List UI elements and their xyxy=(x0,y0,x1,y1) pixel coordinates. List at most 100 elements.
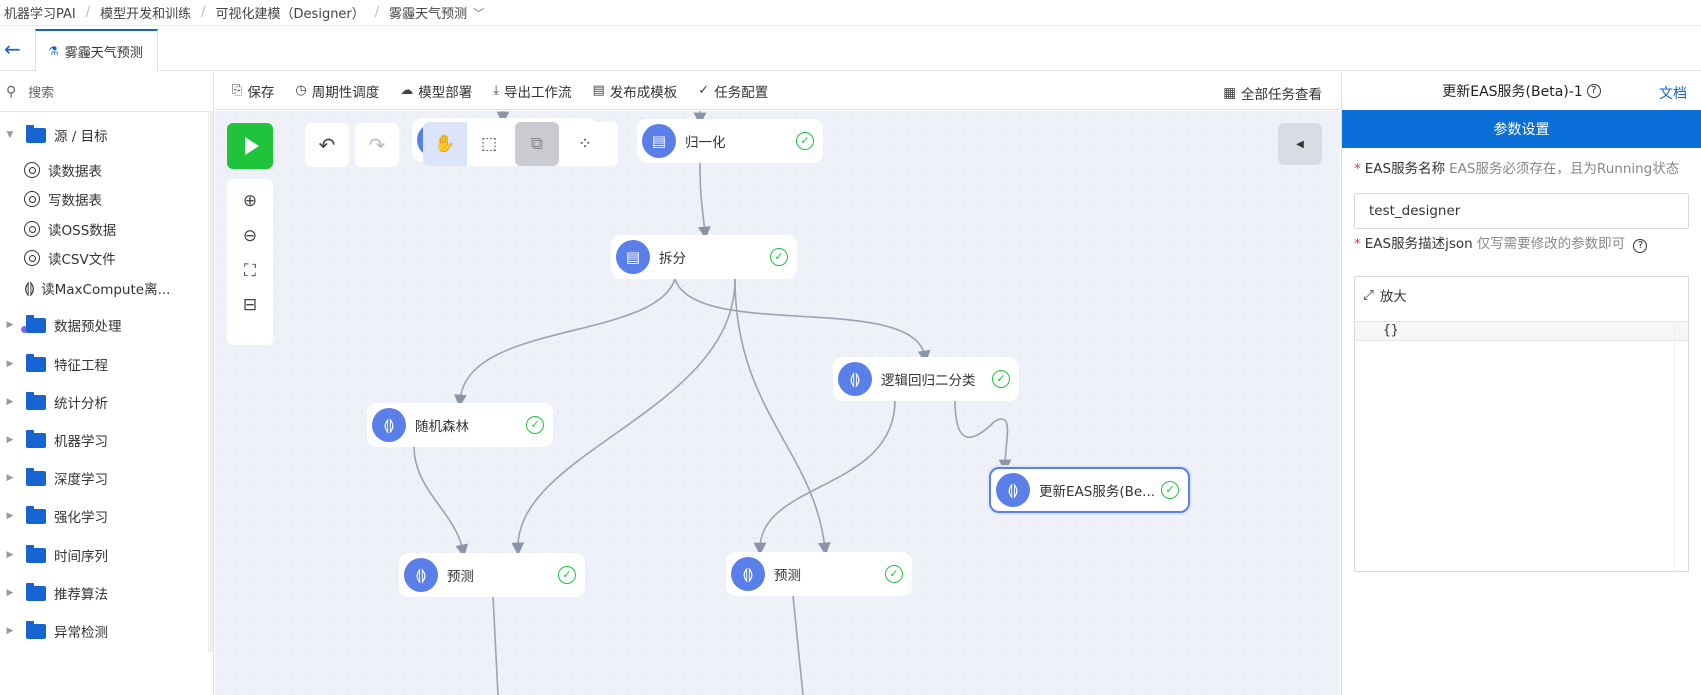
edge xyxy=(413,445,469,558)
edge xyxy=(492,595,499,695)
tree-folder[interactable]: ▶ 推荐算法 xyxy=(0,576,108,610)
folder-icon xyxy=(26,582,46,601)
breadcrumb-item[interactable]: 模型开发和训练 xyxy=(100,7,192,22)
tree-folder-label: 异常检测 xyxy=(54,625,108,641)
node-label: 更新EAS服务(Be... xyxy=(1039,484,1156,500)
scatter-icon[interactable]: ⁘ xyxy=(577,134,593,154)
deploy-button[interactable]: ☁模型部署 xyxy=(400,81,472,101)
caret-right-icon: ▶ xyxy=(6,397,14,407)
json-editor[interactable]: ⤢放大 {} xyxy=(1354,276,1689,573)
tree-leaf[interactable]: 读CSV文件 xyxy=(24,243,116,273)
config-button[interactable]: ✓任务配置 xyxy=(698,81,768,101)
breadcrumb-item[interactable]: 可视化建模（Designer） xyxy=(215,7,365,22)
code-line[interactable]: {} xyxy=(1355,321,1688,341)
save-button[interactable]: ⎘保存 xyxy=(232,81,274,101)
all-tasks-button[interactable]: ▦全部任务查看 xyxy=(1223,83,1322,103)
tree-folder[interactable]: ▶ 时间序列 xyxy=(0,538,108,572)
workflow-canvas[interactable]: ⊕ ⊖ ⛶ ⊟ ↶ ↷ ▤ 弱图 ✋ ⬚ ⧉ ⁘ ◀ ▤ 归一化 ✓ ▤ 拆分 … xyxy=(215,111,1340,695)
edge xyxy=(734,278,831,556)
tree-leaf[interactable]: ⟬⟭ 读MaxCompute离... xyxy=(24,273,170,303)
tree-folder[interactable]: ▶ 统计分析 xyxy=(0,385,108,419)
success-check-icon: ✓ xyxy=(770,248,788,266)
workflow-node-predict[interactable]: ⟬⟭ 预测 ✓ xyxy=(726,552,912,596)
field-hint: EAS服务必须存在，且为Running状态 xyxy=(1449,161,1680,177)
fit-view-icon[interactable]: ⛶ xyxy=(244,261,256,281)
workflow-node-update-eas[interactable]: ⟬⟭ 更新EAS服务(Be... ✓ xyxy=(989,467,1190,513)
schedule-button[interactable]: ◷周期性调度 xyxy=(295,81,379,101)
edge xyxy=(511,278,736,556)
search-placeholder[interactable]: 搜索 xyxy=(28,86,55,101)
help-icon[interactable]: ? xyxy=(1633,239,1648,253)
tree-folder[interactable]: ▶ 深度学习 xyxy=(0,461,108,495)
play-icon xyxy=(245,137,259,155)
tab-params[interactable]: 参数设置 xyxy=(1342,110,1701,148)
folder-icon xyxy=(26,544,46,563)
minimap-icon[interactable]: ⊟ xyxy=(242,295,258,315)
service-name-value: test_designer xyxy=(1369,203,1461,219)
tree-folder-source[interactable]: ▼ 源 / 目标 xyxy=(0,118,108,152)
select-box-icon[interactable]: ⬚ xyxy=(480,134,498,154)
calendar-icon: ▦ xyxy=(1223,85,1236,101)
undo-button[interactable]: ↶ xyxy=(305,123,349,167)
workflow-node-normalize[interactable]: ▤ 归一化 ✓ xyxy=(637,119,823,163)
workflow-node-predict[interactable]: ⟬⟭ 预测 ✓ xyxy=(399,553,585,597)
schedule-label: 周期性调度 xyxy=(311,84,380,101)
folder-icon xyxy=(26,353,46,372)
workflow-node-split[interactable]: ▤ 拆分 ✓ xyxy=(611,235,797,279)
success-check-icon: ✓ xyxy=(558,566,576,584)
doc-link[interactable]: 文档 xyxy=(1659,86,1687,102)
workflow-node-logistic-regression[interactable]: ⟬⟭ 逻辑回归二分类 ✓ xyxy=(833,357,1019,401)
run-button[interactable] xyxy=(227,123,273,169)
collapse-panel-button[interactable]: ◀ xyxy=(1278,123,1322,165)
brain-icon: ⟬⟭ xyxy=(838,362,872,396)
breadcrumb-item[interactable]: 雾霾天气预测 xyxy=(389,7,468,22)
expand-button[interactable]: ⤢放大 xyxy=(1363,285,1407,305)
breadcrumb-item[interactable]: 机器学习PAI xyxy=(4,7,76,22)
back-arrow-icon[interactable]: ← xyxy=(4,37,21,61)
success-check-icon: ✓ xyxy=(526,416,544,434)
field-label-text: EAS服务描述json xyxy=(1364,236,1473,252)
tree-folder[interactable]: ▶ 特征工程 xyxy=(0,347,108,381)
brain-icon: ⟬⟭ xyxy=(996,473,1030,507)
scrollbar[interactable] xyxy=(1674,321,1688,573)
export-label: 导出工作流 xyxy=(504,84,572,101)
workflow-node-random-forest[interactable]: ⟬⟭ 随机森林 ✓ xyxy=(367,403,553,447)
publish-button[interactable]: ▤发布成模板 xyxy=(593,81,678,101)
edge xyxy=(753,399,896,556)
tree-leaf[interactable]: 读OSS数据 xyxy=(24,214,116,244)
success-check-icon: ✓ xyxy=(885,565,903,583)
export-button[interactable]: ⤓导出工作流 xyxy=(493,81,571,101)
zoom-out-icon[interactable]: ⊖ xyxy=(242,226,258,246)
caret-right-icon: ▶ xyxy=(6,320,14,330)
tree-leaf-label: 写数据表 xyxy=(48,193,102,209)
zoom-in-icon[interactable]: ⊕ xyxy=(242,191,258,211)
tab-workflow[interactable]: ⚗ 雾霾天气预测 xyxy=(35,29,158,71)
node-label: 逻辑回归二分类 xyxy=(881,373,976,389)
scrollbar[interactable] xyxy=(208,112,213,652)
success-check-icon: ✓ xyxy=(796,132,814,150)
tree-leaf[interactable]: 写数据表 xyxy=(24,184,102,214)
edge xyxy=(954,399,1012,473)
folder-icon xyxy=(26,314,46,333)
tree-folder[interactable]: ▶ 异常检测 xyxy=(0,614,108,648)
tree-folder-label: 机器学习 xyxy=(54,434,108,450)
edges-layer xyxy=(413,111,1012,695)
search-box[interactable]: ⚲ 搜索 xyxy=(0,72,213,112)
tree-folder[interactable]: ▶ 强化学习 xyxy=(0,499,108,533)
config-label: 任务配置 xyxy=(714,84,769,101)
chevron-down-icon[interactable]: ﹀ xyxy=(473,6,485,20)
tree-folder[interactable]: ▶ 数据预处理 xyxy=(0,308,122,342)
hand-icon[interactable]: ✋ xyxy=(423,122,467,166)
redo-button[interactable]: ↷ xyxy=(355,123,399,167)
folder-icon xyxy=(26,620,46,639)
tab-bar: ← ⚗ 雾霾天气预测 xyxy=(0,27,1701,71)
group-icon[interactable]: ⧉ xyxy=(515,122,559,166)
caret-right-icon: ▶ xyxy=(6,473,14,483)
panel-title: 更新EAS服务(Beta)-1 ? 文档 xyxy=(1342,72,1701,110)
tree-folder[interactable]: ▶ 机器学习 xyxy=(0,423,108,457)
tree-leaf[interactable]: 读数据表 xyxy=(24,155,102,185)
service-name-input[interactable]: test_designer xyxy=(1354,193,1689,229)
tree-leaf-label: 读MaxCompute离... xyxy=(41,282,171,298)
help-icon[interactable]: ? xyxy=(1586,84,1601,98)
